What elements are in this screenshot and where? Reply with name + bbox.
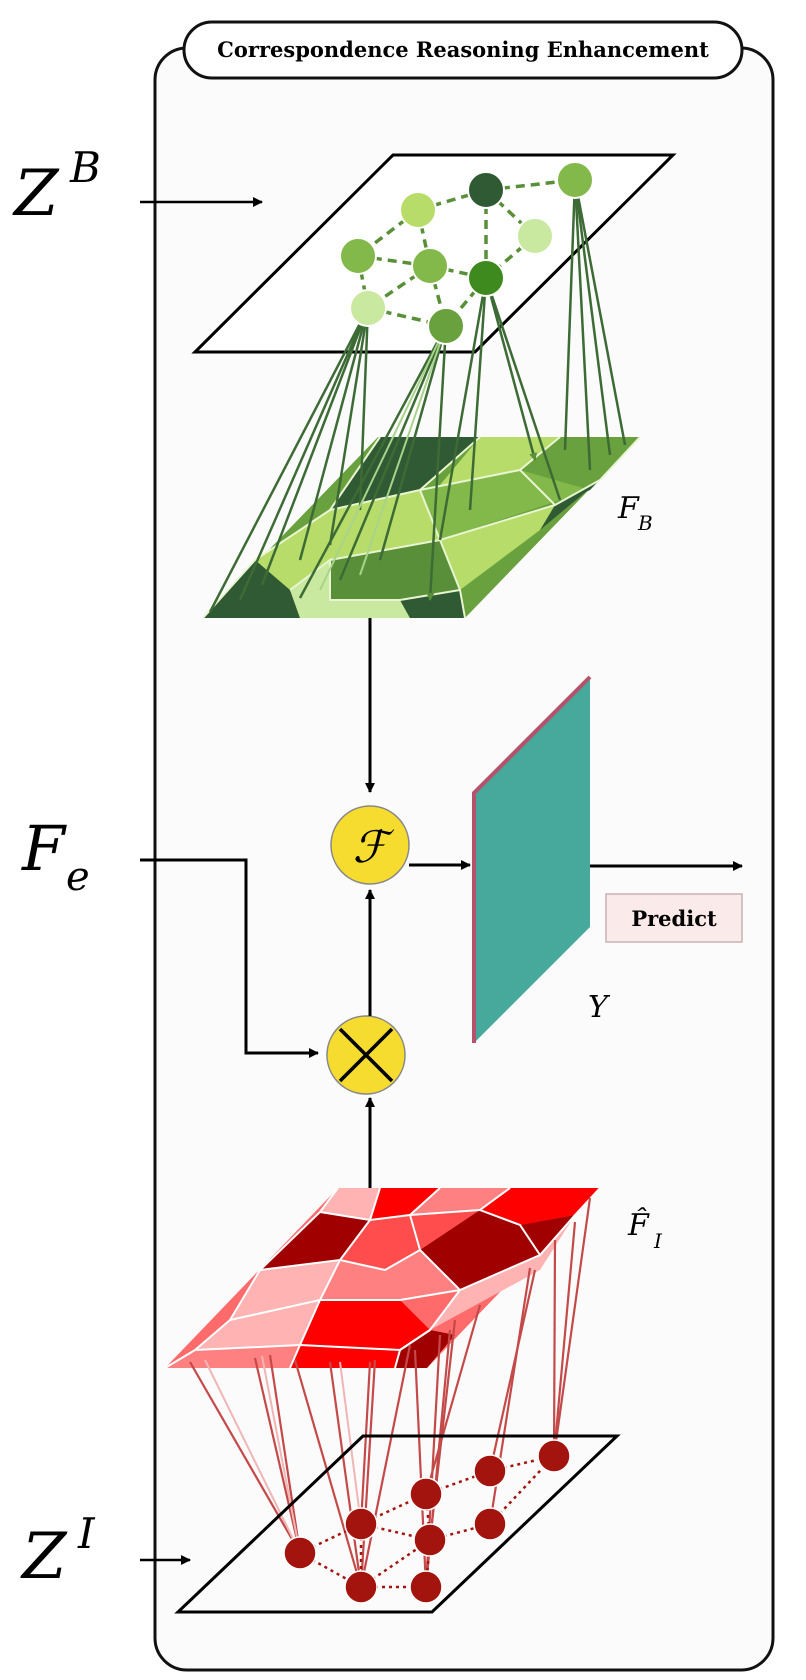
zb-node <box>411 247 449 285</box>
zb-projection-lines <box>208 179 627 613</box>
zi-main: Z <box>20 1520 68 1594</box>
zi-node <box>344 1570 378 1604</box>
fi-label-main: F̂ <box>627 1208 650 1243</box>
zi-node <box>473 1454 507 1488</box>
fi-label-sub: I <box>653 1229 663 1253</box>
fe-to-multiply-arrow <box>140 858 319 1058</box>
y-output-plane <box>472 675 592 1043</box>
zi-node <box>409 1570 443 1604</box>
zb-node <box>467 259 505 297</box>
zb-node <box>556 161 594 199</box>
module-title: Correspondence Reasoning Enhancement <box>217 37 709 62</box>
zb-input-label: Z B <box>12 143 101 231</box>
zb-projection-lines-light <box>319 325 447 591</box>
fi-feature-map <box>164 1187 601 1369</box>
zb-node <box>427 307 465 345</box>
zb-node <box>516 217 554 255</box>
multiply-node <box>326 1015 406 1095</box>
predict-box: Predict <box>605 893 743 943</box>
zb-node <box>467 171 505 209</box>
zi-node <box>409 1477 443 1511</box>
fe-input-label: F e <box>21 812 90 900</box>
predict-label: Predict <box>631 906 717 931</box>
zi-node <box>413 1523 447 1557</box>
zi-graph-nodes <box>283 1439 571 1604</box>
fb-label-sub: B <box>637 511 653 535</box>
zb-node <box>339 237 377 275</box>
zb-node <box>399 191 437 229</box>
zb-sup: B <box>69 143 101 192</box>
fe-main: F <box>21 812 67 885</box>
zi-node <box>473 1507 507 1541</box>
zb-node <box>349 289 387 327</box>
zi-projection-lines-light <box>204 1355 362 1554</box>
fusion-node: ℱ <box>330 805 410 885</box>
y-label: Y <box>588 990 611 1025</box>
fe-sub: e <box>66 854 90 900</box>
zb-main: Z <box>12 157 60 231</box>
zi-sup: I <box>77 1509 96 1558</box>
zi-input-label: Z I <box>20 1509 96 1594</box>
fb-label-main: F <box>617 491 640 526</box>
title-pill: Correspondence Reasoning Enhancement <box>182 20 744 80</box>
zb-graph-nodes <box>339 161 594 345</box>
zi-node <box>537 1439 571 1473</box>
zi-node <box>344 1507 378 1541</box>
zi-node <box>283 1536 317 1570</box>
zi-graph-plane <box>174 1434 621 1614</box>
